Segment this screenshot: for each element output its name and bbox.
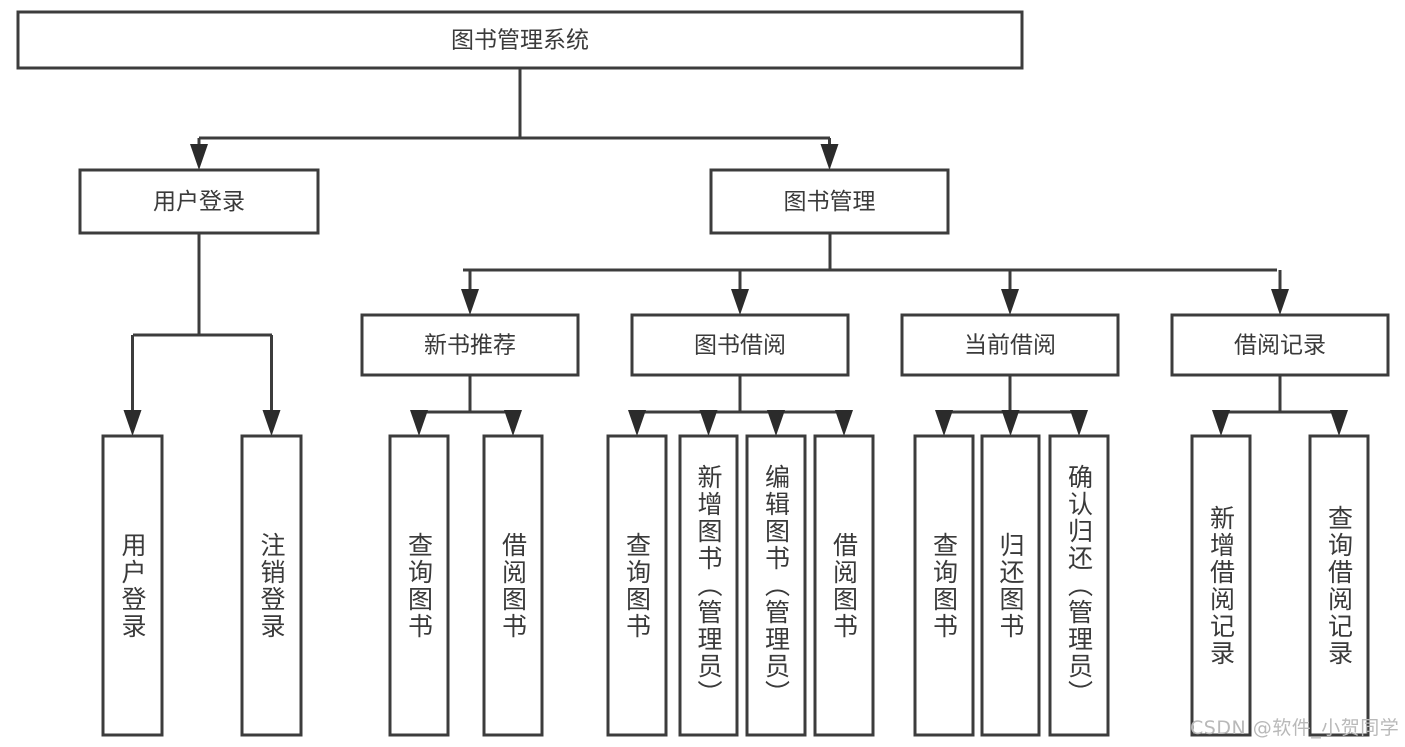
node-box-leaf-query-book-3[interactable] bbox=[913, 434, 975, 737]
node-box-user-login[interactable] bbox=[78, 168, 320, 235]
box-layer bbox=[16, 10, 1390, 737]
arrow-head-icon bbox=[699, 410, 718, 436]
node-label-borrow-record: 借阅记录 bbox=[1234, 333, 1326, 359]
arrow-head-icon bbox=[935, 410, 953, 436]
arrow-head-icon bbox=[767, 410, 785, 436]
arrow-head-icon bbox=[731, 289, 749, 315]
node-box-current-borrow[interactable] bbox=[900, 313, 1120, 377]
connector-layer bbox=[123, 68, 1348, 436]
node-label-user-login: 用户登录 bbox=[153, 189, 245, 215]
node-label-new-book-rec: 新书推荐 bbox=[424, 333, 516, 359]
arrow-head-icon bbox=[628, 410, 646, 436]
node-label-root: 图书管理系统 bbox=[451, 28, 589, 54]
arrow-head-icon bbox=[1001, 410, 1020, 436]
node-box-book-manage[interactable] bbox=[709, 168, 950, 235]
arrow-head-icon bbox=[835, 410, 853, 436]
arrow-head-icon bbox=[1070, 410, 1088, 436]
node-box-book-borrow[interactable] bbox=[630, 313, 850, 377]
node-box-leaf-query-book-1[interactable] bbox=[388, 434, 450, 737]
node-label-book-borrow: 图书借阅 bbox=[694, 333, 786, 359]
arrow-head-icon bbox=[190, 144, 208, 170]
node-box-borrow-record[interactable] bbox=[1170, 313, 1390, 377]
node-box-root[interactable] bbox=[16, 10, 1024, 70]
arrow-head-icon bbox=[410, 410, 428, 436]
node-box-leaf-add-book[interactable] bbox=[678, 434, 739, 737]
arrow-head-icon bbox=[262, 410, 281, 436]
arrow-head-icon bbox=[1212, 410, 1230, 436]
node-box-leaf-logout[interactable] bbox=[240, 434, 303, 737]
arrow-head-icon bbox=[1330, 410, 1348, 436]
node-box-leaf-edit-book[interactable] bbox=[745, 434, 807, 737]
node-box-leaf-borrow-book-1[interactable] bbox=[482, 434, 544, 737]
node-label-current-borrow: 当前借阅 bbox=[964, 333, 1056, 359]
node-box-leaf-query-record[interactable] bbox=[1308, 434, 1370, 737]
node-box-leaf-borrow-book-2[interactable] bbox=[813, 434, 875, 737]
arrow-head-icon bbox=[820, 144, 839, 170]
arrow-head-icon bbox=[504, 410, 522, 436]
node-box-leaf-query-book-2[interactable] bbox=[606, 434, 668, 737]
arrow-head-icon bbox=[1271, 289, 1289, 315]
arrow-head-icon bbox=[1001, 289, 1019, 315]
arrow-head-icon bbox=[123, 410, 142, 436]
node-label-book-manage: 图书管理 bbox=[784, 189, 876, 215]
node-box-leaf-user-login[interactable] bbox=[101, 434, 164, 737]
watermark-text: CSDN @软件_小贺同学 bbox=[1190, 717, 1400, 739]
arrow-head-icon bbox=[461, 289, 479, 315]
node-box-new-book-rec[interactable] bbox=[360, 313, 580, 377]
node-box-leaf-return-book[interactable] bbox=[980, 434, 1041, 737]
node-box-leaf-add-record[interactable] bbox=[1190, 434, 1252, 737]
node-box-leaf-confirm-return[interactable] bbox=[1048, 434, 1110, 737]
